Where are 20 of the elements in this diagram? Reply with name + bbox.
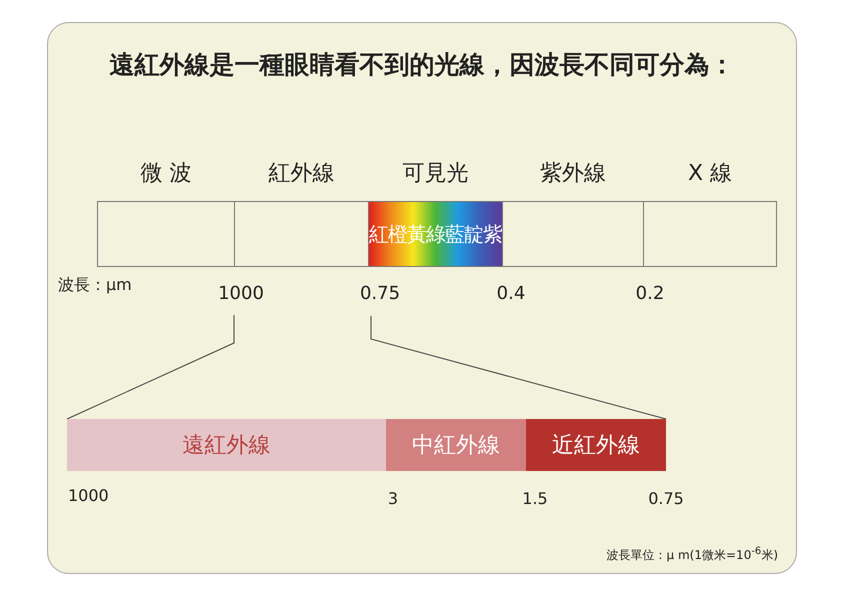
tick-label: 0.75 xyxy=(360,284,400,304)
tick-label: 0.4 xyxy=(496,284,526,304)
band-heading: 可見光 xyxy=(402,160,470,188)
unit-note: 波長單位：μ m(1微米=10$^{-6}$米) xyxy=(606,545,778,564)
band-heading: X 線 xyxy=(686,160,734,188)
tick-label: 1.5 xyxy=(522,489,548,509)
axis-label: 波長：μm xyxy=(58,275,132,295)
band-segment: 中紅外線 xyxy=(386,419,526,471)
tick-label: 0.2 xyxy=(636,284,664,304)
band-heading: 紫外線 xyxy=(539,160,607,188)
band-segment: 近紅外線 xyxy=(526,419,666,471)
tick-label: 3 xyxy=(388,489,398,509)
band-segment: 遠紅外線 xyxy=(67,419,386,471)
band-heading: 微 波 xyxy=(140,160,192,188)
tick-label: 1000 xyxy=(68,486,109,506)
tick-label: 0.75 xyxy=(648,489,684,509)
title: 遠紅外線是一種眼睛看不到的光線，因波長不同可分為： xyxy=(108,49,736,81)
band-heading: 紅外線 xyxy=(268,160,336,188)
spectrum-band: 紅橙黃綠藍靛紫 xyxy=(368,201,503,267)
tick-label: 1000 xyxy=(218,284,264,304)
